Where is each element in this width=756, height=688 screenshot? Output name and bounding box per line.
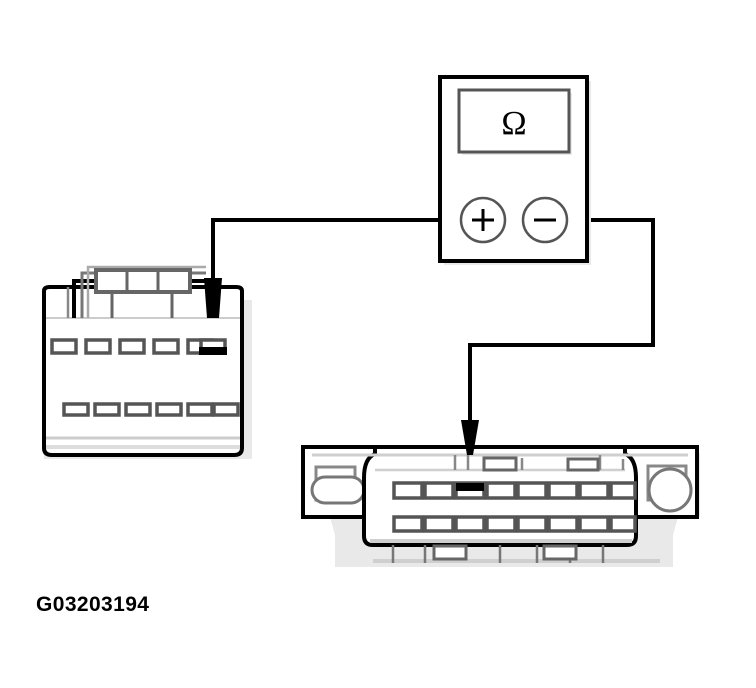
harness-latch-dividers xyxy=(125,270,160,292)
harness-cavity-1-1 xyxy=(50,338,78,355)
dlc-cavity-1-2 xyxy=(423,481,455,500)
harness-cavity-2-2 xyxy=(93,402,121,417)
dlc-cavity-row-2 xyxy=(392,515,637,533)
left-probe-contact xyxy=(199,347,227,355)
left-connector-probe xyxy=(199,278,227,355)
dlc-bottom-key-right xyxy=(542,544,578,561)
dlc-bottom-key-left xyxy=(432,544,468,561)
multimeter[interactable]: Ω xyxy=(438,75,591,265)
harness-cavity-2-1 xyxy=(62,402,90,417)
dlc-top-key-center xyxy=(482,456,518,472)
dlc-cavity-2-7 xyxy=(578,515,610,533)
figure-id-label: G03203194 xyxy=(36,593,149,616)
harness-cavity-1-3 xyxy=(118,338,146,355)
harness-latch-legs xyxy=(110,292,174,318)
right-probe-contact xyxy=(456,483,484,491)
harness-cavity-row-2 xyxy=(62,402,240,417)
dlc-right-mounting-hole xyxy=(647,467,693,513)
harness-cavity-1-2 xyxy=(84,338,112,355)
negative-lead-wire xyxy=(468,218,655,420)
harness-connector[interactable] xyxy=(42,265,252,459)
dlc-cavity-2-8 xyxy=(609,515,637,533)
dlc-top-key-right-divider xyxy=(520,455,602,470)
harness-cavity-2-5 xyxy=(186,402,214,417)
dlc-cavity-2-5 xyxy=(516,515,548,533)
dlc-cavity-1-1 xyxy=(392,481,424,500)
right-probe-tip xyxy=(461,420,479,455)
data-link-connector[interactable] xyxy=(301,445,700,567)
dlc-top-key-left xyxy=(453,455,470,470)
harness-cavity-2-6 xyxy=(212,402,240,417)
harness-cavity-1-4 xyxy=(152,338,180,355)
plus-icon xyxy=(472,209,494,231)
dlc-cavity-2-3 xyxy=(454,515,486,533)
dlc-cavity-2-1 xyxy=(392,515,424,533)
right-connector-probe xyxy=(456,420,484,491)
dlc-cavity-2-2 xyxy=(423,515,455,533)
dlc-top-key-right xyxy=(566,457,600,472)
harness-cavity-2-4 xyxy=(155,402,183,417)
dlc-cavity-1-8 xyxy=(609,481,637,500)
multimeter-screen xyxy=(457,88,571,154)
dlc-cavity-1-5 xyxy=(516,481,548,500)
harness-latch-window xyxy=(94,268,192,294)
dlc-left-mounting-slot xyxy=(310,475,366,505)
dlc-bottom-dividers xyxy=(391,545,605,563)
positive-lead-wire xyxy=(211,218,461,292)
dlc-cavity-2-4 xyxy=(485,515,517,533)
dlc-cavity-1-4 xyxy=(485,481,517,500)
ohm-symbol: Ω xyxy=(501,105,526,142)
harness-cavity-2-3 xyxy=(124,402,152,417)
dlc-cavity-row-1 xyxy=(392,481,637,500)
harness-latch-inner-rail-2 xyxy=(86,265,206,318)
left-probe-tip xyxy=(204,278,222,318)
dlc-cavity-2-6 xyxy=(547,515,579,533)
dlc-cavity-1-6 xyxy=(547,481,579,500)
dlc-cavity-1-7 xyxy=(578,481,610,500)
